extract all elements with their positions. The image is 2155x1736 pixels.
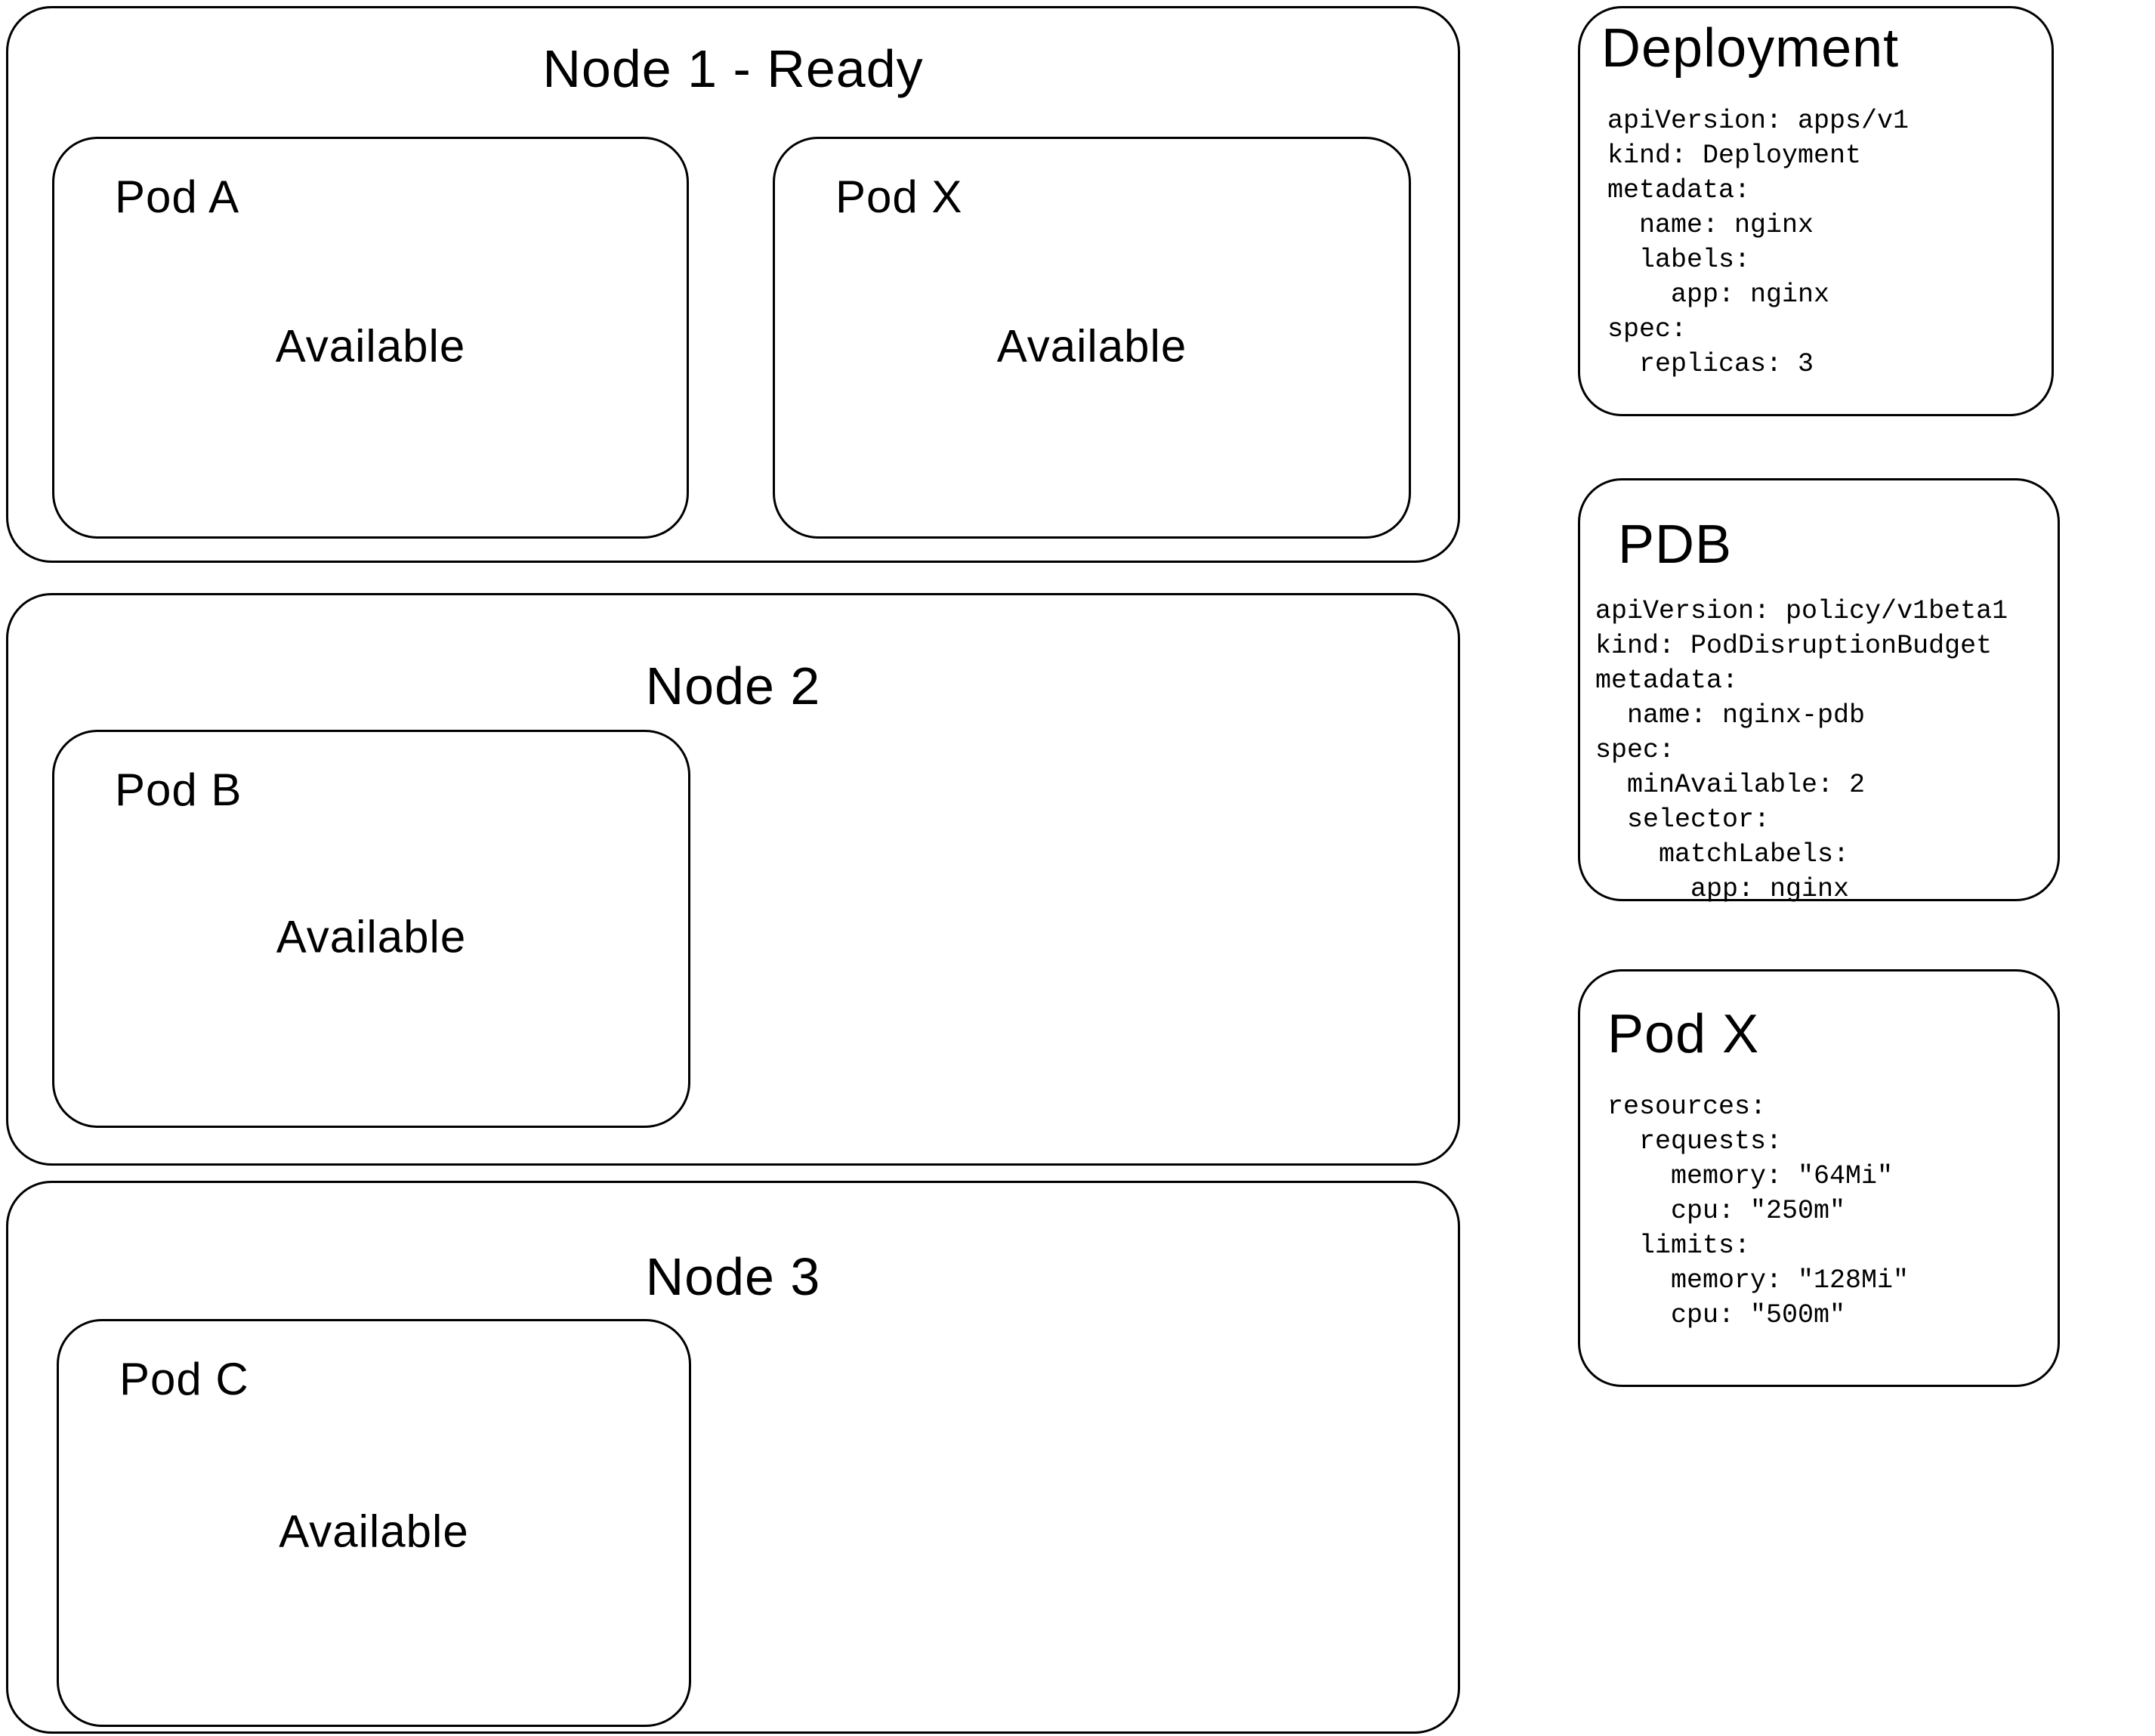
node-1-title: Node 1 - Ready [542,39,924,98]
pdb-spec-card: PDB apiVersion: policy/v1beta1 kind: Pod… [1578,478,2060,904]
node-3-title: Node 3 [645,1247,821,1306]
pod-c-status: Available [279,1506,469,1557]
pdb-spec-yaml: apiVersion: policy/v1beta1 kind: PodDisr… [1595,595,2008,904]
pod-b-box: Pod B Available [52,730,690,1128]
pod-x-name: Pod X [835,171,963,222]
deployment-spec-title: Deployment [1601,18,1900,79]
pod-x-spec-card: Pod X resources: requests: memory: "64Mi… [1578,969,2060,1387]
node-2-box: Node 2 Pod B Available [6,593,1460,1166]
pod-x-spec-title: Pod X [1607,1004,1760,1064]
node-1-box: Node 1 - Ready Pod A Available Pod X Ava… [6,6,1460,563]
pod-x-status: Available [996,320,1187,372]
pod-a-status: Available [275,320,466,372]
node-3-box: Node 3 Pod C Available [6,1181,1460,1734]
pod-b-status: Available [276,911,467,962]
pdb-spec-title: PDB [1618,514,1733,575]
pod-a-name: Pod A [115,171,240,222]
node-2-title: Node 2 [645,656,821,715]
pod-a-box: Pod A Available [52,137,689,539]
pod-x-box: Pod X Available [773,137,1411,539]
deployment-spec-yaml: apiVersion: apps/v1 kind: Deployment met… [1607,105,1910,379]
pod-c-name: Pod C [119,1354,249,1404]
deployment-spec-card: Deployment apiVersion: apps/v1 kind: Dep… [1578,6,2054,416]
pod-b-name: Pod B [115,765,242,815]
pod-c-box: Pod C Available [57,1319,691,1727]
pod-x-spec-yaml: resources: requests: memory: "64Mi" cpu:… [1607,1091,1910,1330]
